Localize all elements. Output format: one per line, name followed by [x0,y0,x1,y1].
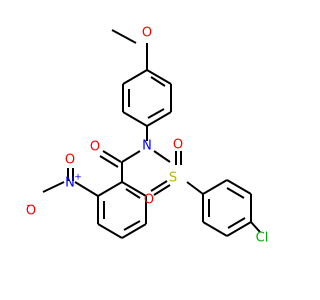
left-ring-inner-double-2 [123,220,141,231]
right-ring-bond-2 [226,179,252,195]
molecule-structure: O N O S O O N + O O - Cl [26,26,269,246]
methyl-bond [111,29,137,44]
top-ring-inner-double-2 [147,108,165,119]
amide-nitrogen-label: N [142,139,152,154]
sulfonyl-oxygen-upper-label: O [173,138,183,153]
top-ring-bond-3 [146,111,172,127]
methoxy-oxygen-label: O [142,26,152,41]
left-ring-bond-4 [97,223,123,239]
amide-n-to-s-bond [153,150,171,163]
carbonyl-oxygen-label: O [90,140,100,155]
nitro-nitrogen-label: N [65,176,75,191]
nitro-oxygen-upper-label: O [65,153,75,168]
nitro-ring-bond [74,181,99,197]
top-ring-inner-double-1 [150,76,166,87]
s-o-lower-double-b [153,184,171,196]
top-ring-bond-1 [146,69,172,85]
molecule-canvas: O N O S O O N + O O - Cl [25,25,269,246]
right-ring-inner-double-1 [226,187,245,199]
chlorine-label: Cl [256,231,269,246]
left-ring-bond-1 [121,181,147,197]
left-ring-bond-6 [97,181,123,197]
c-cl-bond [250,221,261,233]
right-ring-inner-double-2 [227,217,246,229]
left-ring-bond-3 [121,223,147,239]
sulfur-label: S [169,171,177,186]
top-ring-bond-6 [122,69,148,85]
left-ring-inner-double-1 [125,188,141,199]
right-ring-bond-1 [202,179,228,195]
right-ring-bond-4 [226,221,252,237]
s-to-ring-bond [186,181,204,195]
carbonyl-double-bond-b [99,155,119,168]
nitro-minus-label: - [26,201,29,211]
carbonyl-double-bond-a [102,150,122,163]
right-ring-bond-5 [202,221,228,237]
nitro-oxygen-minus-label: O [26,204,36,219]
amide-n-to-carbonyl-bond [121,150,141,163]
sulfonyl-oxygen-lower-label: O [144,193,154,208]
top-ring-bond-4 [122,111,148,127]
nitro-n-o-single [42,181,65,193]
s-o-lower-double-a [150,180,168,192]
nitro-plus-label: + [74,173,82,183]
